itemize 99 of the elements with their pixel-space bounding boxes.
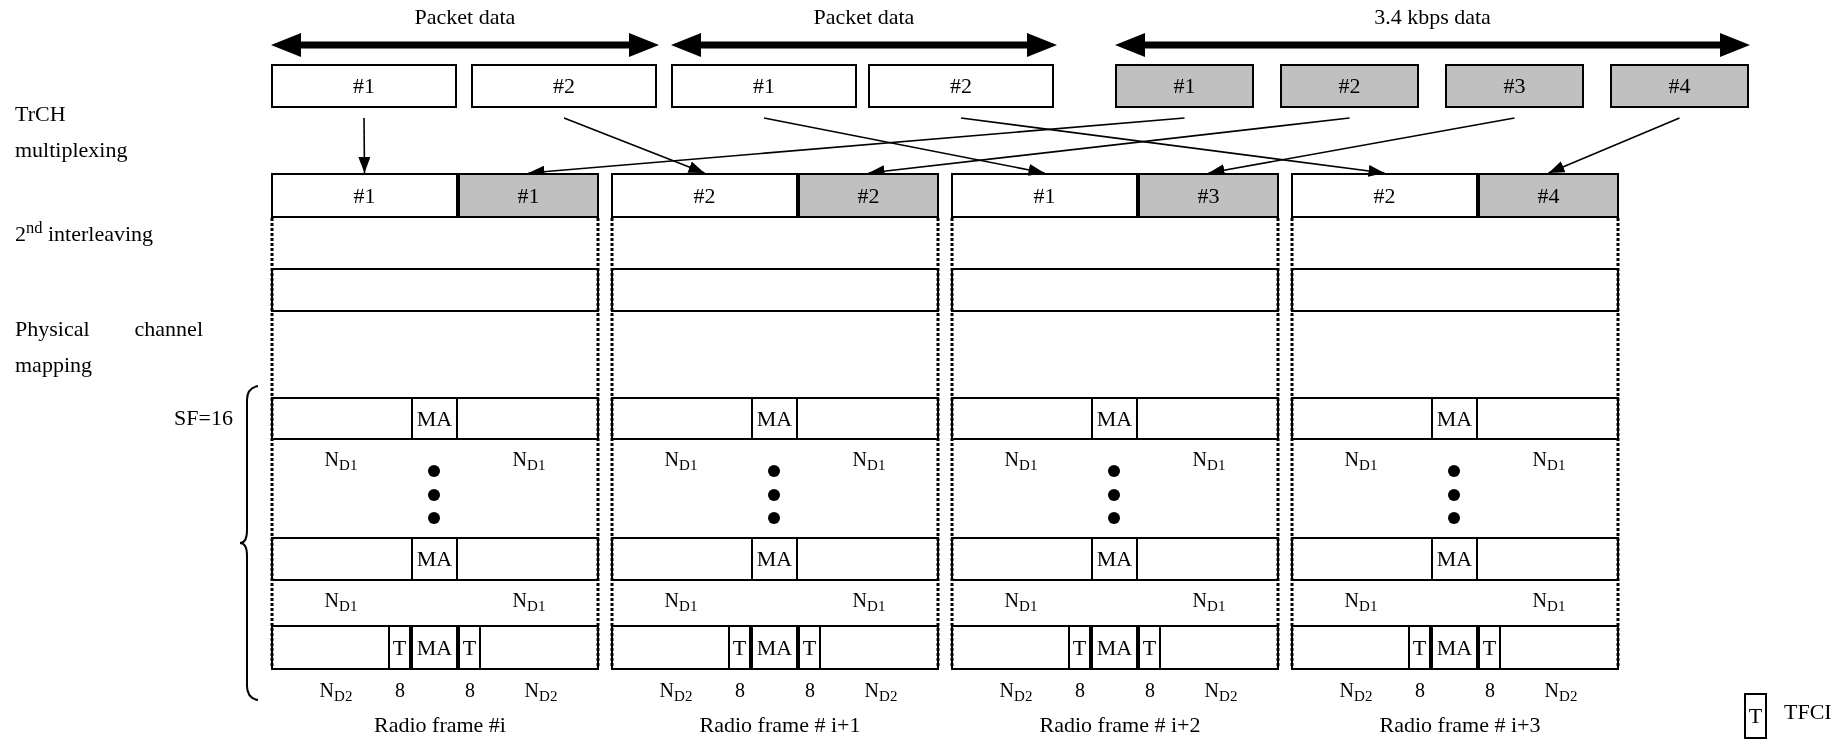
ma-field: MA xyxy=(1431,625,1478,670)
step-label: TrCH multiplexing xyxy=(15,100,129,164)
arrow xyxy=(1547,117,1681,174)
slot-row xyxy=(1291,625,1619,670)
ma-field: MA xyxy=(751,397,798,440)
slot-row xyxy=(611,537,939,581)
bit-count-label: N$_{D1}$ xyxy=(1531,447,1567,471)
ma-field: MA xyxy=(1091,625,1138,670)
bit-count-label: N$_{D1}$ xyxy=(1003,447,1039,471)
ma-field: MA xyxy=(1431,397,1478,440)
tfci-field: T xyxy=(728,625,751,670)
ma-field: MA xyxy=(751,537,798,581)
data-block: #1 xyxy=(271,173,458,218)
data-block: #2 xyxy=(1280,64,1419,108)
data-block: #2 xyxy=(1291,173,1478,218)
ma-field: MA xyxy=(411,625,458,670)
bit-count-label: N$_{D1}$ xyxy=(1531,588,1567,612)
bit-count-label: N$_{D2}$ xyxy=(1203,678,1239,702)
frame-caption: Radio frame # i+1 xyxy=(698,713,862,737)
data-block: #1 xyxy=(671,64,857,108)
slot-row xyxy=(271,397,599,440)
tfci-field: T xyxy=(798,625,821,670)
bit-count-label: 8 xyxy=(1484,678,1496,702)
slot-row xyxy=(611,625,939,670)
data-block: #4 xyxy=(1610,64,1749,108)
bit-count-label: N$_{D1}$ xyxy=(323,588,359,612)
data-block: #3 xyxy=(1445,64,1584,108)
legend-sample-field: T xyxy=(1744,693,1767,739)
bit-count-label: 8 xyxy=(804,678,816,702)
tfci-field: T xyxy=(1408,625,1431,670)
data-block: #1 xyxy=(1115,64,1254,108)
tfci-field: T xyxy=(1138,625,1161,670)
data-block: #4 xyxy=(1478,173,1619,218)
ma-field: MA xyxy=(411,537,458,581)
slot-row xyxy=(271,625,599,670)
frame-caption: Radio frame # i+2 xyxy=(1038,713,1202,737)
spreading-factor-label: SF=16 xyxy=(173,405,233,431)
arrow xyxy=(358,117,371,174)
data-block: #2 xyxy=(611,173,798,218)
bit-count-label: N$_{D1}$ xyxy=(323,447,359,471)
bit-count-label: N$_{D1}$ xyxy=(663,447,699,471)
bit-count-label: N$_{D1}$ xyxy=(1191,447,1227,471)
data-block: #2 xyxy=(798,173,939,218)
slot-row xyxy=(951,625,1279,670)
slot-row xyxy=(1291,397,1619,440)
tfci-field: T xyxy=(458,625,481,670)
ma-field: MA xyxy=(1091,537,1138,581)
bit-count-label: N$_{D1}$ xyxy=(851,588,887,612)
bit-count-label: 8 xyxy=(1414,678,1426,702)
interleaved-block xyxy=(611,268,939,312)
step-label: 2$^{nd}$ interleaving xyxy=(15,221,155,247)
bit-count-label: N$_{D2}$ xyxy=(523,678,559,702)
tfci-field: T xyxy=(1068,625,1091,670)
ma-field: MA xyxy=(1091,397,1138,440)
data-block: #1 xyxy=(271,64,457,108)
slot-row xyxy=(611,397,939,440)
slot-row xyxy=(271,537,599,581)
bit-count-label: N$_{D1}$ xyxy=(511,447,547,471)
interleaved-block xyxy=(271,268,599,312)
bit-count-label: 8 xyxy=(464,678,476,702)
bit-count-label: N$_{D1}$ xyxy=(1343,447,1379,471)
frame-caption: Radio frame #i xyxy=(373,713,507,737)
bit-count-label: 8 xyxy=(394,678,406,702)
bit-count-label: N$_{D1}$ xyxy=(851,447,887,471)
interleaved-block xyxy=(1291,268,1619,312)
arrow xyxy=(763,117,1046,176)
bit-count-label: N$_{D1}$ xyxy=(1191,588,1227,612)
ma-field: MA xyxy=(1431,537,1478,581)
bit-count-label: 8 xyxy=(1074,678,1086,702)
ma-field: MA xyxy=(411,397,458,440)
arrow xyxy=(960,117,1386,177)
bit-count-label: 8 xyxy=(1144,678,1156,702)
data-block: #2 xyxy=(471,64,657,108)
slot-row xyxy=(951,397,1279,440)
bit-count-label: N$_{D2}$ xyxy=(1543,678,1579,702)
bit-count-label: N$_{D1}$ xyxy=(511,588,547,612)
ma-field: MA xyxy=(751,625,798,670)
bit-count-label: N$_{D1}$ xyxy=(663,588,699,612)
slot-row xyxy=(951,537,1279,581)
arrow xyxy=(563,117,706,174)
tfci-caption: TFCI xyxy=(1784,700,1833,724)
bit-count-label: N$_{D2}$ xyxy=(318,678,354,702)
tfci-field: T xyxy=(388,625,411,670)
bit-count-label: N$_{D2}$ xyxy=(1338,678,1374,702)
frame-caption: Radio frame # i+3 xyxy=(1378,713,1542,737)
data-block: #2 xyxy=(868,64,1054,108)
bit-count-label: N$_{D2}$ xyxy=(998,678,1034,702)
step-label: Physical channel mapping xyxy=(15,315,203,379)
interleaved-block xyxy=(951,268,1279,312)
bit-count-label: N$_{D1}$ xyxy=(1003,588,1039,612)
data-block: #1 xyxy=(951,173,1138,218)
bit-count-label: 8 xyxy=(734,678,746,702)
bit-count-label: N$_{D2}$ xyxy=(863,678,899,702)
bit-count-label: N$_{D1}$ xyxy=(1343,588,1379,612)
tfci-field: T xyxy=(1478,625,1501,670)
bit-count-label: N$_{D2}$ xyxy=(658,678,694,702)
slot-row xyxy=(1291,537,1619,581)
data-block: #1 xyxy=(458,173,599,218)
data-block: #3 xyxy=(1138,173,1279,218)
